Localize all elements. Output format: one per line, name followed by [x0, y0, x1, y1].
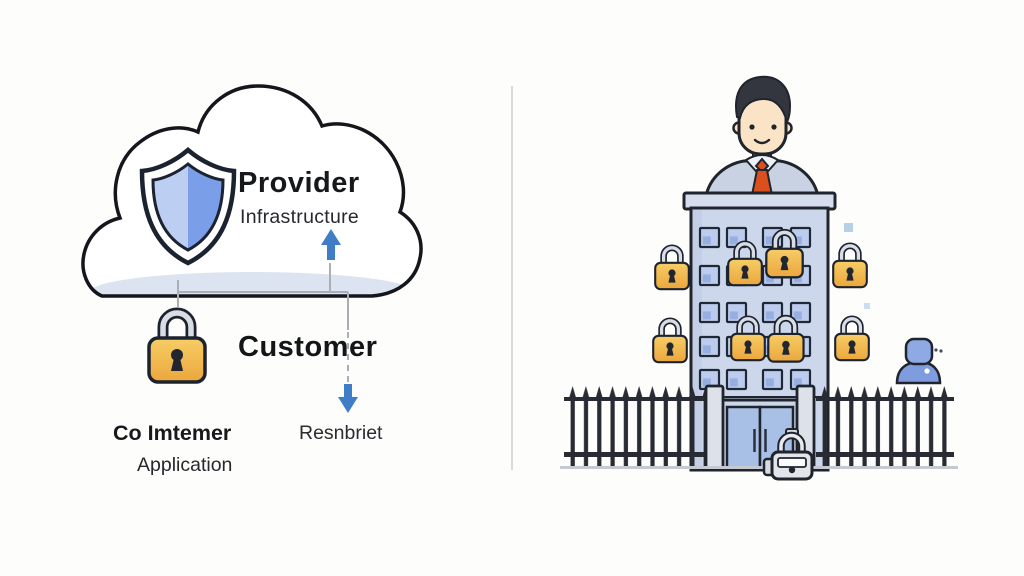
businessman-icon: [704, 75, 820, 198]
padlock-icon: [835, 319, 869, 360]
ground-line: [560, 466, 958, 469]
window-pane: [765, 274, 774, 283]
window-pane: [729, 378, 738, 387]
window-pane: [729, 311, 738, 320]
provider-subtitle: Infrastructure: [240, 206, 359, 228]
window-pane: [765, 311, 774, 320]
customer-title: Customer: [238, 331, 377, 363]
window-pane: [702, 311, 711, 320]
caption-secondary: Application: [137, 454, 232, 476]
window-pane: [702, 236, 711, 245]
caption-primary: Co Imtemer: [113, 421, 232, 445]
window-pane: [793, 236, 802, 245]
caption-right: Resnbriet: [299, 422, 383, 444]
arrow-up-icon: [321, 229, 341, 260]
arrow-down-icon: [338, 384, 358, 413]
gate-post: [704, 384, 725, 472]
window-pane: [702, 274, 711, 283]
padlock-icon: [149, 313, 205, 382]
decor-square: [864, 303, 870, 309]
decor-square: [844, 223, 853, 232]
padlock-icon: [833, 246, 867, 287]
window-pane: [702, 378, 711, 387]
window-pane: [729, 236, 738, 245]
padlock-icon: [653, 321, 687, 362]
connector-lines: [177, 263, 349, 384]
window-pane: [793, 378, 802, 387]
gate-padlock-icon: [762, 428, 814, 481]
provider-title: Provider: [238, 167, 360, 199]
cloud-shape: [81, 84, 423, 298]
window-pane: [765, 236, 774, 245]
security-fence: [564, 384, 954, 472]
window-pane: [793, 274, 802, 283]
window-pane: [765, 378, 774, 387]
window-pane: [702, 345, 711, 354]
padlock-icon: [655, 248, 689, 289]
shield-icon: [139, 147, 237, 266]
user-icon: [895, 337, 943, 385]
window-pane: [793, 311, 802, 320]
